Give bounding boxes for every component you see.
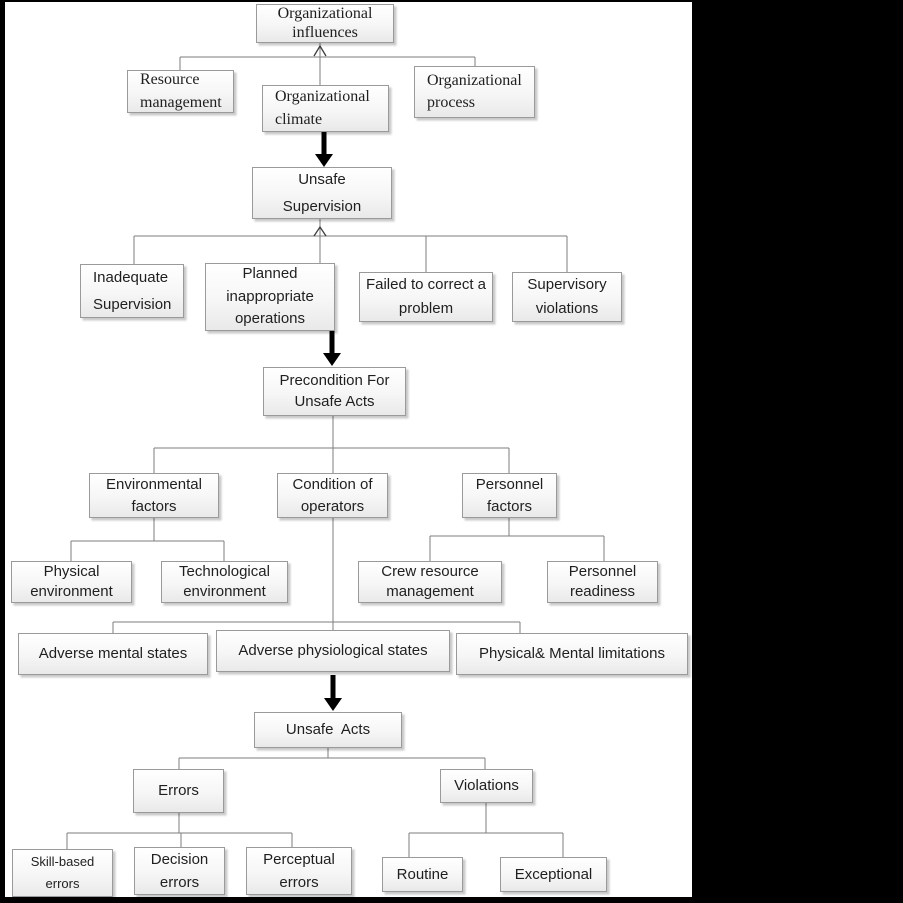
up-arrowhead-icon-1: [313, 44, 327, 57]
black-margin-right: [692, 0, 903, 903]
node-unsafe-supervision: Unsafe Supervision: [252, 167, 392, 219]
node-exceptional: Exceptional: [500, 857, 607, 892]
node-routine: Routine: [382, 857, 463, 892]
down-arrow-icon-2: [323, 331, 341, 366]
node-inadequate-supervision: Inadequate Supervision: [80, 264, 184, 318]
node-resource-management: Resource management: [127, 70, 234, 113]
node-crew-resource-management: Crew resource management: [358, 561, 502, 603]
black-margin-bottom: [0, 897, 903, 903]
node-errors: Errors: [133, 769, 224, 813]
down-arrow-icon-3: [324, 675, 342, 711]
node-supervisory-violations: Supervisory violations: [512, 272, 622, 322]
tree-connectors: [66, 43, 605, 857]
node-physical-and-mental-limitations: Physical& Mental limitations: [456, 633, 688, 675]
black-margin-top: [0, 0, 903, 2]
node-organizational-climate: Organizational climate: [262, 85, 389, 132]
black-margin-left: [0, 0, 5, 903]
node-decision-errors: Decision errors: [134, 847, 225, 895]
node-personnel-factors: Personnel factors: [462, 473, 557, 518]
node-unsafe-acts: Unsafe Acts: [254, 712, 402, 748]
node-violations: Violations: [440, 769, 533, 803]
node-organizational-process: Organizational process: [414, 66, 535, 118]
node-environmental-factors: Environmental factors: [89, 473, 219, 518]
node-adverse-physiological-states: Adverse physiological states: [216, 630, 450, 672]
up-arrowhead-icon-2: [313, 225, 327, 237]
node-technological-environment: Technological environment: [161, 561, 288, 603]
node-physical-environment: Physical environment: [11, 561, 132, 603]
node-perceptual-errors: Perceptual errors: [246, 847, 352, 895]
node-failed-to-correct-a-problem: Failed to correct a problem: [359, 272, 493, 322]
node-personnel-readiness: Personnel readiness: [547, 561, 658, 603]
node-planned-inappropriate-operations: Planned inappropriate operations: [205, 263, 335, 331]
node-condition-of-operators: Condition of operators: [277, 473, 388, 518]
node-adverse-mental-states: Adverse mental states: [18, 633, 208, 675]
down-arrow-icon-1: [315, 130, 333, 167]
node-skill-based-errors: Skill-based errors: [12, 849, 113, 897]
node-precondition-for-unsafe-acts: Precondition For Unsafe Acts: [263, 367, 406, 416]
node-organizational-influences: Organizational influences: [256, 4, 394, 43]
